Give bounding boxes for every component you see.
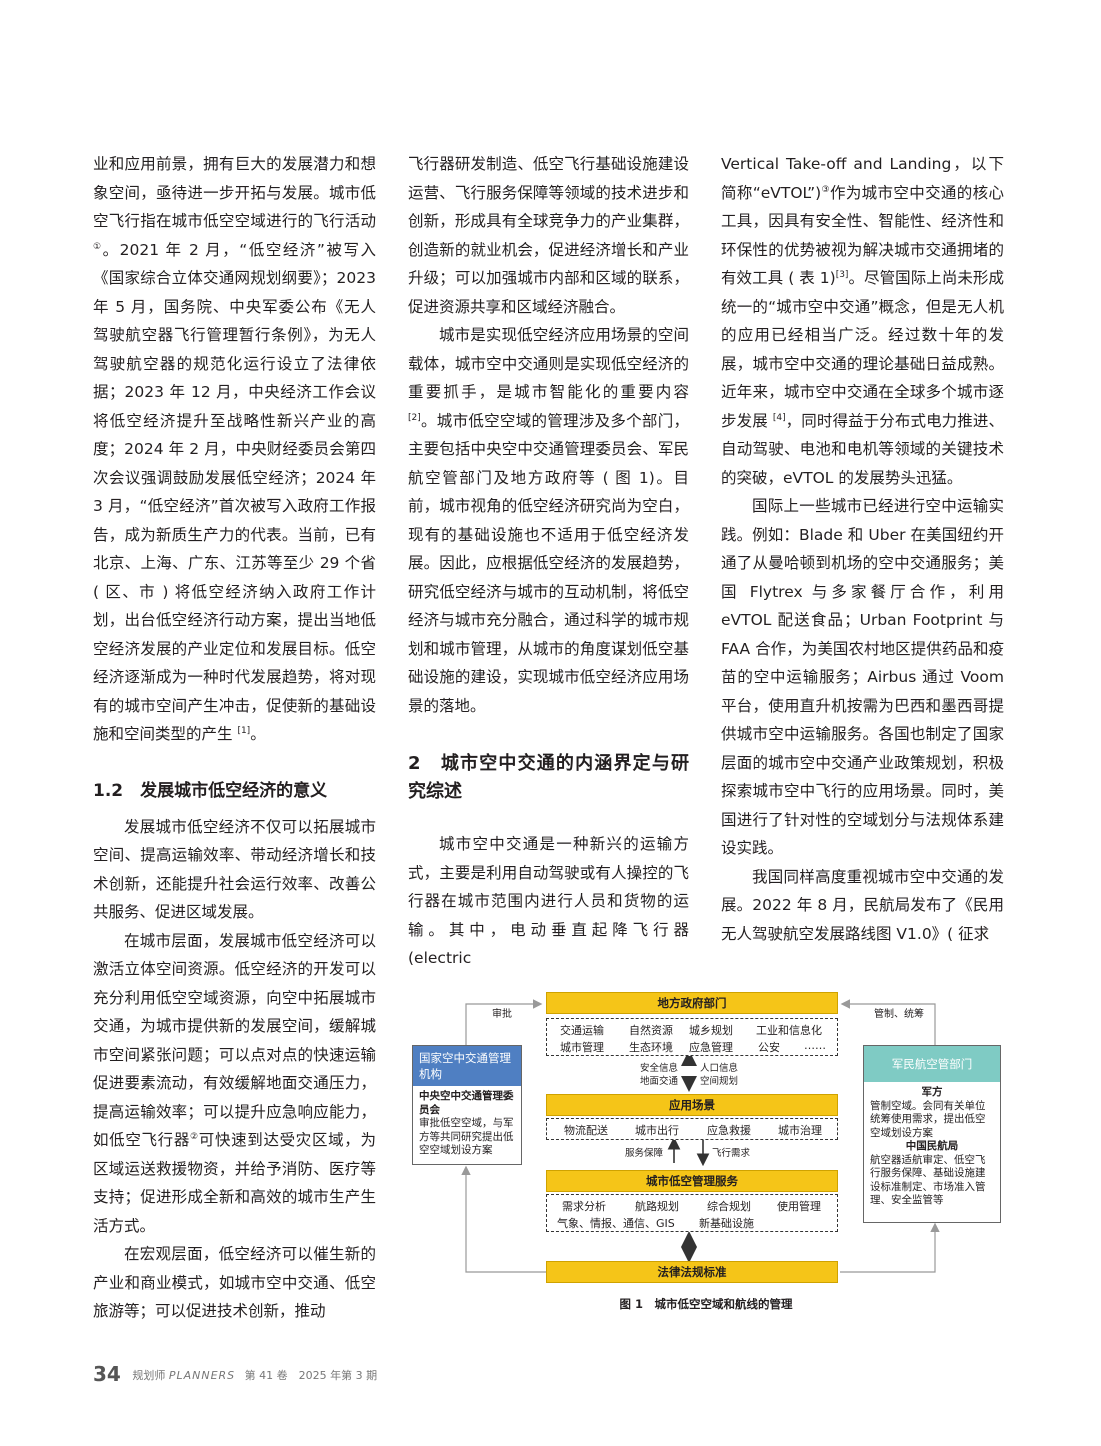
journal-name-en: PLANNERS (168, 1369, 236, 1382)
national-atm-subtitle: 中央空中交通管理委员会 (419, 1090, 514, 1116)
paragraph: 业和应用前景，拥有巨大的发展潜力和想象空间，亟待进一步开拓与发展。城市低空飞行指… (93, 155, 376, 743)
military-civil-box: 军民航空管部门 军方 管制空域。会同有关单位统筹使用需求，提出低空空域划设方案 … (863, 1045, 1001, 1223)
section-heading: 1.2 发展城市低空经济的意义 (93, 780, 328, 801)
figure-caption: 图 1 城市低空空域和航线的管理 (619, 1297, 793, 1311)
column-3: Vertical Take-off and Landing，以下简称“eVTOL… (721, 150, 1004, 948)
service-guarantee-label: 服务保障 (625, 1148, 664, 1159)
law-header: 法律法规标准 (546, 1261, 838, 1283)
paragraph: 在宏观层面，低空经济可以催生新的产业和商业模式，如城市空中交通、低空旅游等；可以… (93, 1245, 376, 1320)
paragraph: 在城市层面，发展城市低空经济可以激活立体空间资源。低空经济的开发可以充分利用低空… (93, 931, 376, 1235)
local-government-items: 交通运输 自然资源 城乡规划 工业和信息化 城市管理 生态环境 应急管理 公安 … (546, 1018, 838, 1056)
paragraph: 城市是实现低空经济应用场景的空间载体，城市空中交通则是实现低空经济的重要抓手，是… (408, 326, 689, 715)
figure-1: 地方政府部门 交通运输 自然资源 城乡规划 工业和信息化 城市管理 生态环境 应… (408, 990, 1004, 1320)
national-atm-desc: 审批低空空域，与军方等共同研究提出低空空域划设方案 (419, 1117, 514, 1156)
figure-connectors (461, 999, 940, 1273)
service-items: 需求分析 航路规划 综合规划 使用管理 气象、情报、通信、GIS 新基础设施 (546, 1194, 838, 1232)
paragraph: 飞行器研发制造、低空飞行基础设施建设运营、飞行服务保障等领域的技术进步和创新，形… (408, 155, 689, 316)
arrow-right-label: 人口信息 空间规划 (700, 1063, 739, 1087)
application-header: 应用场景 (546, 1094, 838, 1116)
page-footer: 34 规划师 PLANNERS 第 41 卷 2025 年第 3 期 (93, 1362, 377, 1386)
local-government-header: 地方政府部门 (546, 992, 838, 1014)
caac-desc: 航空器适航审定、低空飞行服务保障、基础设施建设标准制定、市场准入管理、安全监管等 (870, 1153, 986, 1207)
journal-name-cn: 规划师 (132, 1369, 166, 1382)
paragraph: 国际上一些城市已经进行空中运输实践。例如：Blade 和 Uber 在美国纽约开… (721, 497, 1004, 857)
paragraph: 城市空中交通是一种新兴的运输方式，主要是利用自动驾驶或有人操控的飞行器在城市范围… (408, 835, 689, 967)
arrow-left-label: 安全信息 地面交通 (640, 1063, 679, 1087)
paragraph: 我国同样高度重视城市空中交通的发展。2022 年 8 月，民航局发布了《民用无人… (721, 867, 1004, 943)
national-atm-title: 国家空中交通管理机构 (413, 1046, 521, 1086)
national-atm-box: 国家空中交通管理机构 中央空中交通管理委员会 审批低空空域，与军方等共同研究提出… (412, 1045, 522, 1165)
approve-label: 审批 (492, 1009, 512, 1020)
paragraph: 发展城市低空经济不仅可以拓展城市空间、提高运输效率、带动经济增长和技术创新，还能… (93, 817, 376, 922)
military-civil-title: 军民航空管部门 (864, 1046, 1000, 1082)
control-label: 管制、统筹 (874, 1009, 924, 1020)
application-items: 物流配送 城市出行 应急救援 城市治理 (546, 1118, 838, 1140)
page-number: 34 (93, 1362, 121, 1386)
flight-demand-label: 飞行需求 (712, 1148, 751, 1159)
military-desc: 管制空域。会同有关单位统筹使用需求，提出低空空域划设方案 (870, 1099, 986, 1139)
service-header: 城市低空管理服务 (546, 1170, 838, 1192)
column-2: 飞行器研发制造、低空飞行基础设施建设运营、飞行服务保障等领域的技术进步和创新，形… (408, 150, 689, 973)
column-1: 业和应用前景，拥有巨大的发展潜力和想象空间，亟待进一步开拓与发展。城市低空飞行指… (93, 150, 376, 1326)
caac-label: 中国民航局 (905, 1140, 959, 1152)
paragraph: Vertical Take-off and Landing，以下简称“eVTOL… (721, 155, 1004, 487)
issue-info: 第 41 卷 2025 年第 3 期 (244, 1369, 378, 1382)
section-heading: 2 城市空中交通的内涵界定与研究综述 (408, 753, 689, 802)
military-label: 军方 (921, 1086, 943, 1098)
